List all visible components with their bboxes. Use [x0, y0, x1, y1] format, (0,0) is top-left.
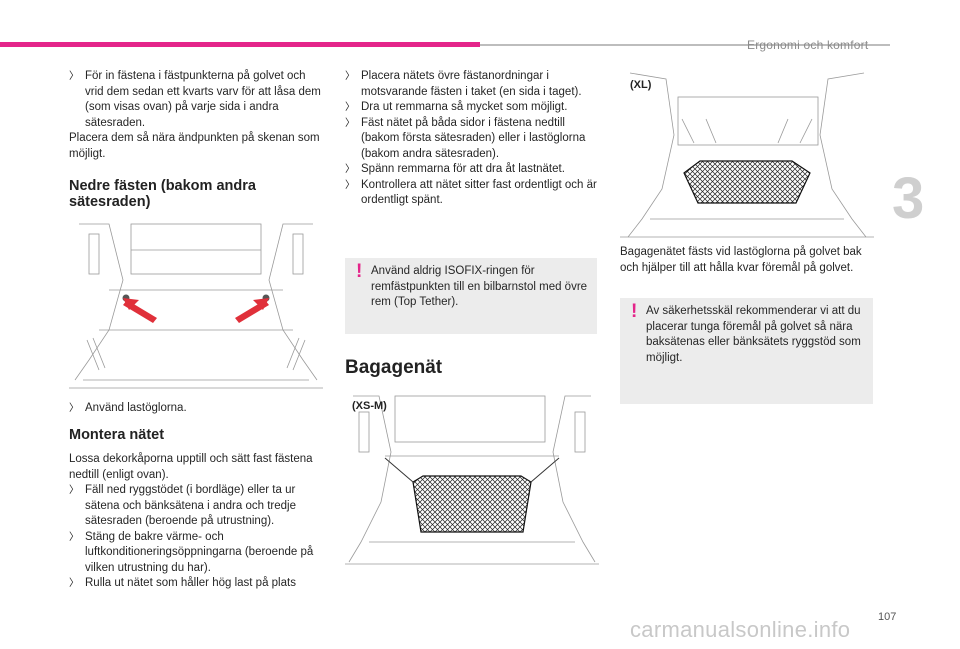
arrow-bullet-icon: 〉 — [345, 179, 355, 191]
list-item: 〉 Placera nätets övre fästanordningar i … — [345, 69, 603, 100]
illustration-net-xsm — [345, 392, 599, 566]
bullet-text: För in fästena i fästpunkterna på golvet… — [85, 70, 321, 129]
illustration-lower-anchors — [69, 220, 323, 392]
bullet-text: Kontrollera att nätet sitter fast ordent… — [361, 178, 597, 207]
heading-luggage-net: Bagagenät — [345, 357, 443, 378]
exclamation-icon: ! — [631, 301, 638, 322]
label-xl: (XL) — [630, 79, 652, 91]
heading-lower-anchors: Nedre fästen (bakom andra sätesraden) — [69, 178, 256, 210]
warning-box-heavy-items: ! Av säkerhetsskäl rekommenderar vi att … — [620, 298, 873, 404]
list-item: 〉 För in fästena i fästpunkterna på golv… — [69, 69, 327, 131]
column-1: 〉 För in fästena i fästpunkterna på golv… — [69, 69, 327, 162]
caption-xl: Bagagenätet fästs vid lastöglorna på gol… — [620, 245, 878, 276]
header-accent-bar — [0, 42, 480, 47]
list-item: 〉 Dra ut remmarna så mycket som möjligt. — [345, 100, 603, 116]
arrow-bullet-icon: 〉 — [69, 403, 79, 414]
bullet-text: Placera nätets övre fästanordningar i mo… — [361, 70, 582, 98]
list-item: 〉 Spänn remmarna för att dra åt lastnäte… — [345, 162, 603, 178]
warning-box-isofix: ! Använd aldrig ISOFIX-ringen för remfäs… — [345, 258, 597, 334]
caption-text: Bagagenätet fästs vid lastöglorna på gol… — [620, 246, 862, 274]
warning-text: Använd aldrig ISOFIX-ringen för remfästp… — [371, 265, 588, 308]
section-title: Ergonomi och komfort — [747, 38, 869, 52]
column-1-mount: Lossa dekorkåporna upptill och sätt fast… — [69, 452, 327, 592]
arrow-bullet-icon: 〉 — [69, 71, 79, 82]
paragraph: Placera dem så nära ändpunkten på skenan… — [69, 132, 320, 160]
heading-mount-net: Montera nätet — [69, 427, 165, 443]
arrow-bullet-icon: 〉 — [69, 578, 79, 589]
label-xsm: (XS-M) — [352, 400, 387, 412]
arrow-bullet-icon: 〉 — [345, 164, 355, 175]
paragraph: Lossa dekorkåporna upptill och sätt fast… — [69, 453, 313, 481]
chapter-number: 3 — [892, 166, 925, 231]
column-1-lower: 〉 Använd lastöglorna. — [69, 401, 327, 417]
list-item: 〉 Fäll ned ryggstödet (i bordläge) eller… — [69, 483, 327, 530]
arrow-bullet-icon: 〉 — [345, 71, 355, 82]
list-item: 〉 Använd lastöglorna. — [69, 401, 327, 417]
arrow-bullet-icon: 〉 — [69, 485, 79, 496]
illustration-net-xl — [620, 69, 874, 239]
bullet-text: Spänn remmarna för att dra åt lastnätet. — [361, 163, 565, 175]
bullet-text: Rulla ut nätet som håller hög last på pl… — [85, 577, 296, 589]
bullet-text: Dra ut remmarna så mycket som möjligt. — [361, 101, 568, 113]
bullet-text: Fäst nätet på båda sidor i fästena nedti… — [361, 116, 586, 160]
column-2: 〉 Placera nätets övre fästanordningar i … — [345, 69, 603, 209]
arrow-bullet-icon: 〉 — [345, 102, 355, 113]
header-rule — [480, 44, 890, 46]
list-item: 〉 Stäng de bakre värme- och luftkonditio… — [69, 530, 327, 577]
arrow-bullet-icon: 〉 — [345, 117, 355, 129]
bullet-text: Använd lastöglorna. — [85, 402, 187, 414]
list-item: 〉 Kontrollera att nätet sitter fast orde… — [345, 178, 603, 209]
bullet-text: Fäll ned ryggstödet (i bordläge) eller t… — [85, 484, 296, 527]
list-item: 〉 Fäst nätet på båda sidor i fästena ned… — [345, 116, 603, 163]
page-number: 107 — [878, 611, 897, 623]
watermark: carmanualsonline.info — [630, 617, 851, 642]
list-item: 〉 Rulla ut nätet som håller hög last på … — [69, 576, 327, 592]
exclamation-icon: ! — [356, 261, 363, 282]
arrow-bullet-icon: 〉 — [69, 531, 79, 543]
bullet-text: Stäng de bakre värme- och luftkonditione… — [85, 530, 314, 574]
warning-text: Av säkerhetsskäl rekommenderar vi att du… — [646, 305, 861, 364]
